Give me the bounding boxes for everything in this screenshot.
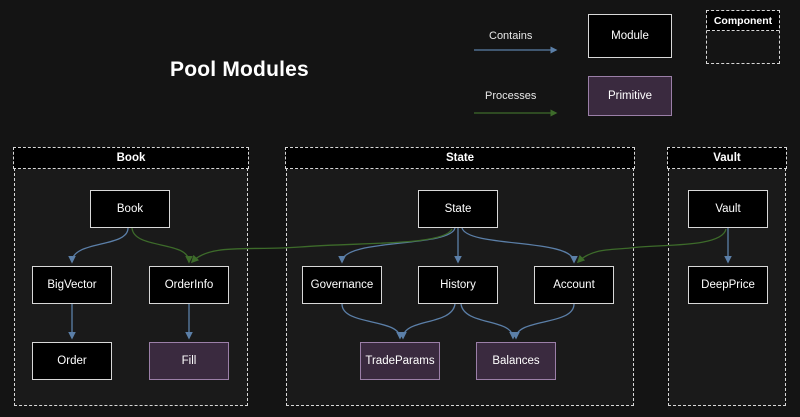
- legend-component-box: Component: [706, 10, 780, 64]
- node-deepprice[interactable]: DeepPrice: [688, 266, 768, 304]
- legend-contains-label: Contains: [489, 30, 533, 42]
- legend-component-label: Component: [707, 11, 779, 31]
- legend-module-box: Module: [588, 14, 672, 58]
- node-balances[interactable]: Balances: [476, 342, 556, 380]
- legend-primitive-box: Primitive: [588, 76, 672, 116]
- node-book[interactable]: Book: [90, 190, 170, 228]
- node-order[interactable]: Order: [32, 342, 112, 380]
- group-state-label: State: [285, 147, 635, 170]
- group-vault-label: Vault: [667, 147, 787, 170]
- group-book-label: Book: [13, 147, 249, 170]
- legend-processes-label: Processes: [485, 90, 537, 102]
- node-vault[interactable]: Vault: [688, 190, 768, 228]
- node-orderinfo[interactable]: OrderInfo: [149, 266, 229, 304]
- node-state[interactable]: State: [418, 190, 498, 228]
- node-account[interactable]: Account: [534, 266, 614, 304]
- node-bigvector[interactable]: BigVector: [32, 266, 112, 304]
- node-history[interactable]: History: [418, 266, 498, 304]
- node-fill[interactable]: Fill: [149, 342, 229, 380]
- node-tradeparams[interactable]: TradeParams: [360, 342, 440, 380]
- node-governance[interactable]: Governance: [302, 266, 382, 304]
- page-title: Pool Modules: [170, 58, 309, 81]
